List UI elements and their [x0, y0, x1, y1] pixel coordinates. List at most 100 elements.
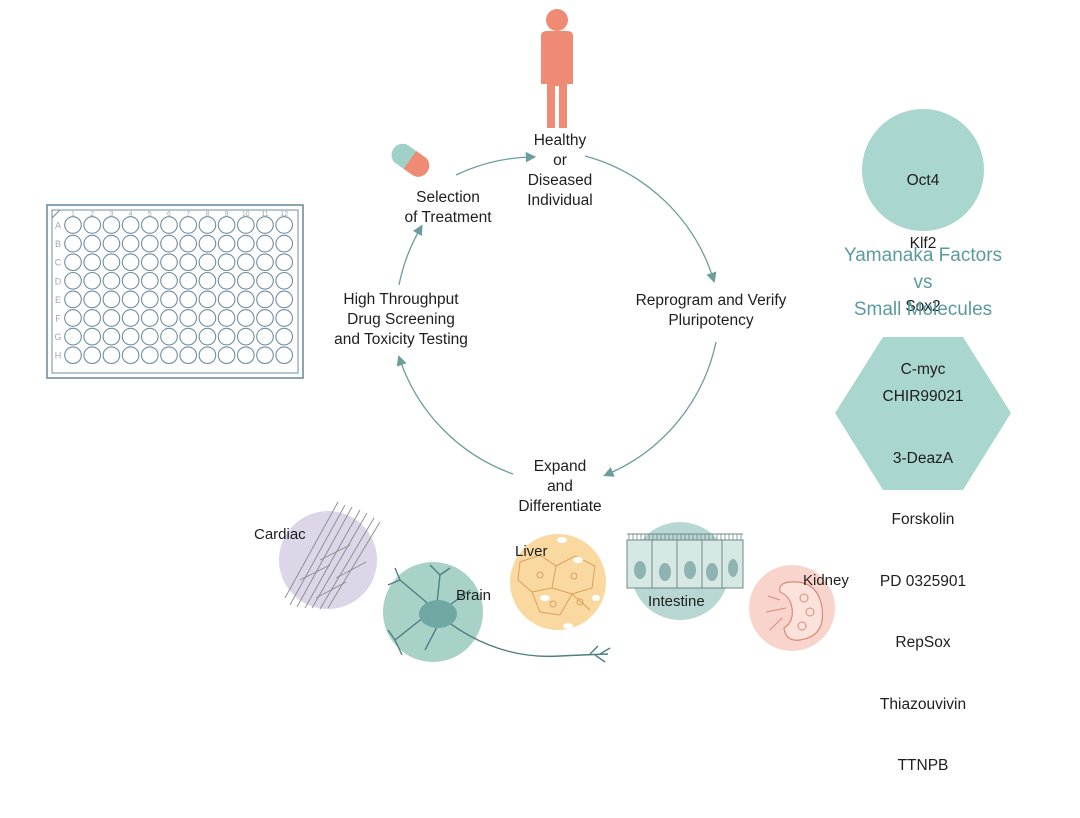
plate-well — [217, 327, 236, 346]
plate-column-label: 5 — [148, 211, 152, 218]
plate-well — [179, 271, 198, 290]
plate-well — [102, 234, 121, 253]
plate-well — [160, 346, 178, 365]
factor-sox2: Sox2 — [905, 298, 941, 315]
molecule-forskolin: Forskolin — [891, 511, 955, 528]
plate-well — [179, 346, 198, 365]
plate-well — [121, 290, 140, 309]
plate-well — [198, 290, 217, 309]
plate-well — [275, 346, 294, 365]
step-expand-differentiate: Expand and Differentiate — [518, 458, 602, 515]
molecule-3-deaza: 3-DeazA — [892, 449, 954, 467]
person-icon — [541, 9, 573, 128]
molecule-ttnpb: TTNPB — [897, 757, 949, 774]
plate-well — [256, 327, 274, 346]
molecule-repsox: RepSox — [895, 634, 951, 651]
arrow-right-bottom — [603, 341, 717, 477]
plate-well — [275, 253, 294, 272]
plate-well — [256, 346, 274, 365]
plate-well — [121, 216, 140, 234]
molecule-chir99021: CHIR99021 — [882, 388, 964, 405]
plate-well — [140, 271, 159, 290]
plate-well — [140, 290, 159, 309]
plate-well — [102, 216, 121, 234]
plate-well — [160, 271, 178, 290]
plate-well — [275, 327, 294, 346]
plate-well — [236, 346, 255, 365]
organ-label-liver: Liver — [515, 543, 548, 560]
plate-well — [64, 346, 82, 365]
plate-well — [256, 290, 274, 309]
plate-well — [275, 309, 294, 327]
plate-well — [83, 253, 102, 272]
plate-well — [236, 234, 255, 253]
plate-well — [83, 234, 102, 253]
plate-row-label: D — [55, 276, 62, 286]
plate-well — [217, 253, 236, 272]
organ-label-kidney: Kidney — [803, 572, 849, 589]
plate-well — [198, 234, 217, 253]
plate-well — [140, 346, 159, 365]
plate-row-label: A — [55, 221, 61, 231]
arrow-bottom-left — [396, 355, 514, 475]
plate-well — [102, 290, 121, 309]
comparison-heading: Yamanaka Factors vs Small Molecules — [843, 245, 1003, 320]
organ-label-intestine: Intestine — [648, 593, 705, 610]
plate-well — [179, 309, 198, 327]
cardiac-illustration — [279, 501, 381, 610]
molecule-pd0325901: PD 0325901 — [879, 572, 967, 590]
plate-well — [236, 290, 255, 309]
plate-column-label: 10 — [242, 211, 250, 218]
plate-well — [83, 346, 102, 365]
plate-row-label: G — [54, 332, 61, 342]
small-molecules-list: CHIR99021 3-DeazA Forskolin PD 0325901 R… — [853, 346, 993, 818]
plate-well — [64, 216, 82, 234]
plate-well — [140, 309, 159, 327]
step-reprogram-verify: Reprogram and Verify Pluripotency — [635, 292, 787, 329]
liver-illustration — [510, 534, 606, 630]
plate-wells — [64, 216, 294, 365]
arrow-top-right — [584, 155, 717, 283]
plate-well — [160, 309, 178, 327]
plate-column-label: 1 — [71, 211, 75, 218]
plate-well — [102, 346, 121, 365]
plate-well — [275, 271, 294, 290]
plate-well — [179, 253, 198, 272]
plate-well — [198, 309, 217, 327]
plate-well — [140, 234, 159, 253]
plate-well — [140, 327, 159, 346]
plate-column-label: 9 — [225, 211, 229, 218]
plate-row-label: H — [55, 351, 62, 361]
yamanaka-factors-circle — [862, 109, 984, 231]
plate-well — [198, 327, 217, 346]
plate-well — [121, 234, 140, 253]
plate-column-label: 3 — [109, 211, 113, 218]
plate-column-label: 2 — [90, 211, 94, 218]
factor-klf2: Klf2 — [909, 235, 937, 252]
intestine-villi — [628, 534, 742, 540]
plate-column-label: 11 — [261, 211, 268, 218]
plate-column-label: 4 — [129, 211, 133, 218]
plate-well — [179, 327, 198, 346]
plate-well — [179, 290, 198, 309]
plate-well — [64, 253, 82, 272]
plate-well — [121, 346, 140, 365]
plate-column-label: 7 — [186, 211, 190, 218]
plate-well — [121, 309, 140, 327]
plate-well — [217, 271, 236, 290]
small-molecules-hexagon — [835, 337, 1011, 490]
plate-well — [83, 290, 102, 309]
plate-well — [236, 327, 255, 346]
plate-well — [160, 234, 178, 253]
plate-well — [217, 346, 236, 365]
plate-row-label: B — [55, 239, 61, 249]
plate-column-label: 12 — [280, 211, 288, 218]
plate-well — [198, 271, 217, 290]
plate-well — [236, 253, 255, 272]
plate-well — [121, 271, 140, 290]
plate-row-label: F — [55, 314, 61, 324]
